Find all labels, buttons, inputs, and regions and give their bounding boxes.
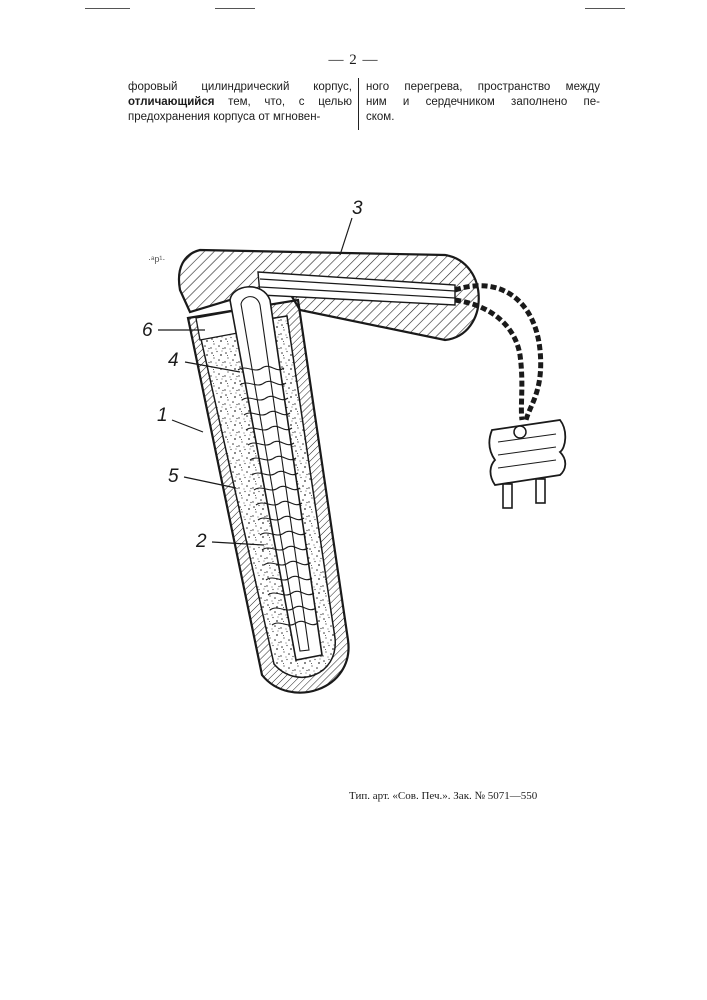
plug-screw — [514, 426, 526, 438]
label-1: 1 — [157, 405, 168, 427]
label-3: 3 — [352, 198, 363, 220]
label-4: 4 — [168, 350, 179, 372]
plug-body — [489, 420, 565, 485]
plug-pin — [536, 479, 545, 503]
scan-mark: ·ᵃр¹· — [148, 254, 165, 264]
printer-imprint: Тип. арт. «Сов. Печ.». Зак. № 5071—550 — [349, 790, 537, 802]
label-2: 2 — [196, 531, 207, 553]
plug-pin — [503, 484, 512, 508]
label-5: 5 — [168, 466, 179, 488]
leader-line-3 — [340, 218, 352, 255]
leader-line-1 — [172, 420, 203, 432]
label-6: 6 — [142, 320, 153, 342]
